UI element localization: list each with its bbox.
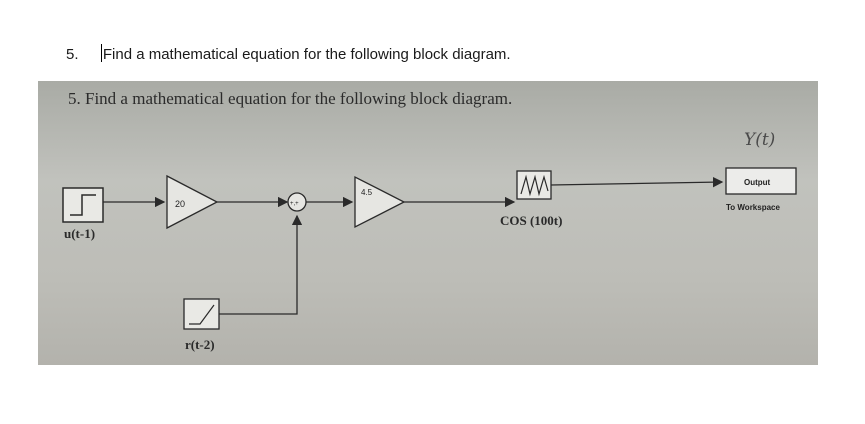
- step-label: u(t-1): [64, 226, 95, 241]
- output-name: Output: [744, 178, 771, 187]
- output-caption: To Workspace: [726, 203, 780, 212]
- gain-block-1: [166, 174, 219, 230]
- signal-line: [219, 214, 303, 315]
- handwritten-output-label: Y(t): [744, 130, 775, 150]
- gain-block-2: [354, 175, 406, 229]
- question-number: 5.: [66, 46, 79, 63]
- block-diagram-photo: 5. Find a mathematical equation for the …: [38, 81, 818, 365]
- cos-block: [516, 170, 552, 200]
- sum-signs: +,+: [290, 201, 299, 207]
- cos-label: COS (100t): [500, 213, 562, 228]
- gain-1-value: 20: [175, 199, 185, 209]
- ramp-label: r(t-2): [185, 337, 215, 352]
- gain-2-value: 4.5: [361, 188, 373, 197]
- step-block: [62, 187, 104, 223]
- question-text: Find a mathematical equation for the fol…: [102, 46, 511, 63]
- question-line: 5. Find a mathematical equation for the …: [66, 44, 511, 63]
- ramp-block: [183, 298, 220, 330]
- signal-line: [550, 176, 724, 188]
- output-workspace-block: [725, 167, 797, 195]
- block-diagram: Y(t) u(t-1) 20 +,+ 4.5: [62, 130, 797, 352]
- text-cursor: [100, 44, 102, 62]
- photo-heading: 5. Find a mathematical equation for the …: [68, 89, 513, 108]
